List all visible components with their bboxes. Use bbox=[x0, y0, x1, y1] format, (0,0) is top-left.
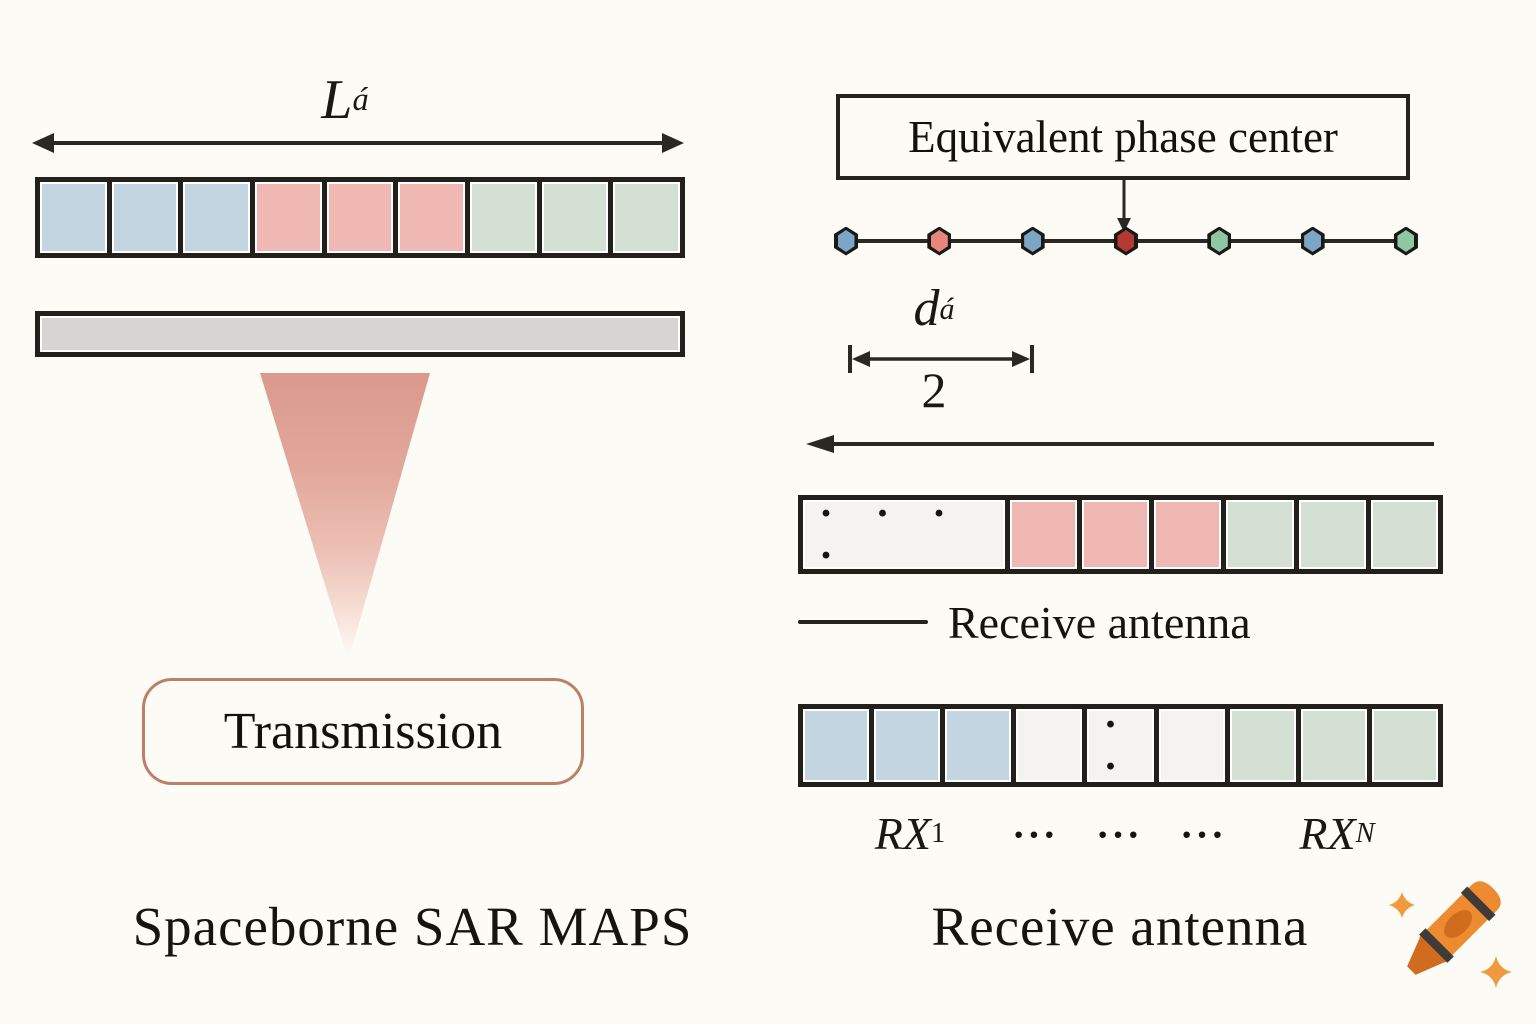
array-cell-blue bbox=[945, 709, 1012, 782]
rx-first-subscript: 1 bbox=[930, 817, 946, 849]
phase-center-marker-fill bbox=[1024, 230, 1042, 252]
rx-last-base: RX bbox=[1299, 808, 1356, 859]
phase-center-marker-blue bbox=[1020, 226, 1045, 256]
phase-center-marker-row bbox=[834, 226, 1418, 256]
sparkle-icon bbox=[1389, 892, 1415, 918]
array-cell-green bbox=[470, 182, 537, 253]
array-cell-green bbox=[1226, 500, 1294, 569]
transmit-array-bar bbox=[35, 177, 685, 258]
array-cell-white bbox=[1016, 709, 1083, 782]
phase-center-marker-salmon bbox=[927, 226, 952, 256]
transmission-beam bbox=[260, 373, 430, 661]
receive-array-bar-top: · · · · bbox=[798, 493, 1443, 577]
equivalent-phase-center-box: Equivalent phase center bbox=[836, 94, 1410, 180]
phase-center-marker-darkred bbox=[1113, 226, 1138, 256]
antenna-panel-bar bbox=[35, 311, 685, 357]
equivalent-phase-center-label: Equivalent phase center bbox=[908, 112, 1338, 162]
phase-center-marker-fill bbox=[1304, 230, 1322, 252]
element-spacing-base: d bbox=[913, 280, 940, 337]
array-cell-white: · · · · bbox=[803, 493, 1005, 577]
crayon-icon bbox=[1389, 881, 1512, 988]
right-caption: Receive antenna bbox=[931, 895, 1309, 957]
spacing-denominator: 2 bbox=[921, 362, 947, 418]
array-cell-pink bbox=[255, 182, 322, 253]
phase-center-marker-fill bbox=[930, 230, 948, 252]
array-cell-green bbox=[1371, 709, 1438, 782]
array-cell-green bbox=[1300, 709, 1367, 782]
left-caption: Spaceborne SAR MAPS bbox=[132, 895, 693, 957]
phase-center-marker-fill bbox=[1210, 230, 1228, 252]
scan-direction-arrow-icon bbox=[806, 435, 1434, 453]
array-cell-pink bbox=[1009, 500, 1077, 569]
array-cell-pink bbox=[398, 182, 466, 253]
array-cell-blue bbox=[874, 709, 941, 782]
array-cell-pink bbox=[326, 182, 394, 253]
aperture-extent-arrow-icon bbox=[32, 133, 684, 153]
array-cell-white bbox=[1158, 709, 1225, 782]
phase-center-pointer-arrow-icon bbox=[1117, 180, 1131, 232]
legend-line bbox=[798, 620, 928, 624]
array-cell-green bbox=[1370, 500, 1438, 569]
spacing-measure-arrow-icon bbox=[848, 345, 1034, 373]
ellipsis-dots: · · bbox=[1103, 701, 1134, 790]
rx-ellipsis-dots: ··· ··· ··· bbox=[1011, 812, 1227, 857]
phase-center-marker-green bbox=[1207, 226, 1232, 256]
array-cell-blue bbox=[40, 182, 107, 253]
array-cell-green bbox=[613, 182, 681, 253]
sparkle-icon bbox=[1480, 956, 1512, 988]
array-cell-blue bbox=[803, 709, 870, 782]
phase-center-marker-green bbox=[1393, 226, 1418, 256]
element-spacing-subscript: á bbox=[939, 291, 955, 326]
rx-first-base: RX bbox=[874, 808, 931, 859]
receive-array-bar-bottom: · · bbox=[798, 704, 1443, 788]
phase-center-marker-fill bbox=[1397, 230, 1415, 252]
ellipsis-dots: · · · · bbox=[819, 490, 963, 579]
rx-last-subscript: N bbox=[1355, 817, 1375, 849]
phase-center-marker-fill bbox=[1117, 230, 1135, 252]
legend-label: Receive antenna bbox=[948, 597, 1251, 648]
aperture-length-base: L bbox=[321, 69, 353, 131]
array-cell-green bbox=[1229, 709, 1296, 782]
transmission-label: Transmission bbox=[223, 703, 503, 760]
phase-center-marker-fill bbox=[837, 230, 855, 252]
crayon-body bbox=[1407, 881, 1501, 975]
array-cell-pink bbox=[1154, 500, 1222, 569]
aperture-length-subscript: á bbox=[352, 81, 369, 118]
phase-center-marker-blue bbox=[834, 226, 858, 256]
array-cell-white: · · bbox=[1087, 704, 1154, 788]
transmission-box: Transmission bbox=[142, 678, 584, 785]
phase-center-marker-blue bbox=[1300, 226, 1325, 256]
array-cell-green bbox=[1298, 500, 1366, 569]
array-cell-blue bbox=[111, 182, 179, 253]
array-cell-blue bbox=[183, 182, 251, 253]
array-cell-pink bbox=[1081, 500, 1150, 569]
array-cell-green bbox=[541, 182, 609, 253]
